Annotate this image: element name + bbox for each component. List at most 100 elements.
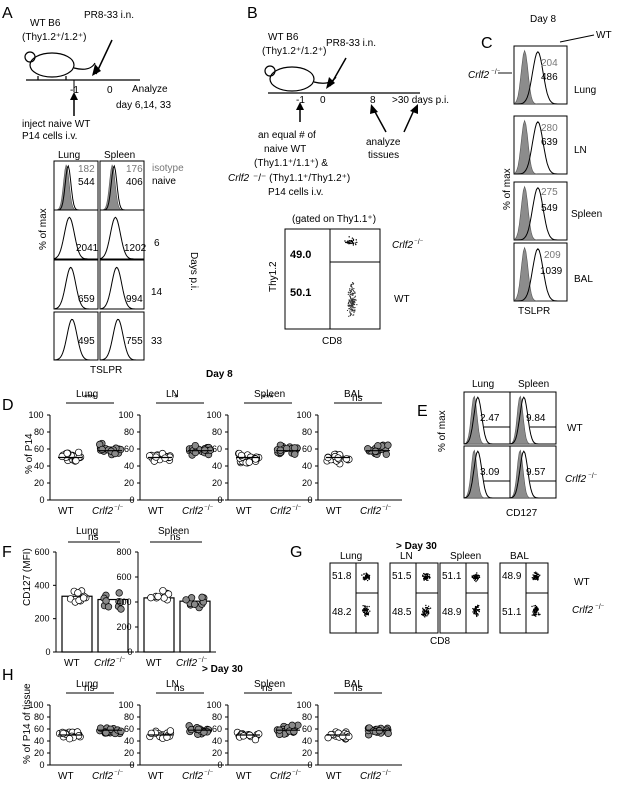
panel-d-sig: ***	[84, 393, 96, 404]
panel-b-dot-bot	[347, 293, 349, 296]
panel-f-letter: F	[2, 544, 12, 561]
panel-g-dot	[474, 574, 476, 576]
panel-g-dot	[422, 607, 424, 610]
panel-b-dot-top	[348, 236, 350, 238]
panel-h-dot	[117, 727, 125, 735]
panel-c-hist-4-stain	[514, 248, 567, 302]
panel-b-letter: B	[247, 5, 258, 22]
panel-c-wt: WT	[596, 30, 612, 41]
panel-b-transfer-5: P14 cells i.v.	[268, 187, 323, 198]
panel-g-dot	[474, 607, 476, 610]
panel-g-dot	[427, 614, 429, 616]
panel-b-dot-bot	[351, 305, 354, 307]
panel-e-ko: Crlf2	[565, 474, 587, 485]
panel-g-dot	[365, 608, 368, 610]
panel-b-dot-bot	[352, 292, 354, 295]
panel-d-tick-label: 0	[40, 495, 45, 505]
panel-d-dot	[342, 455, 351, 463]
panel-g-dot	[363, 610, 366, 612]
panel-g-title: > Day 30	[396, 541, 437, 552]
panel-c-r2-top: 280	[541, 123, 558, 134]
panel-d-x-ko-sup: ⁻/⁻	[382, 505, 392, 512]
panel-e-wt: WT	[567, 423, 583, 434]
panel-h-x-wt: WT	[326, 771, 342, 782]
panel-a-r3-lung: 659	[78, 294, 95, 305]
panel-b-dot-bot	[352, 297, 354, 299]
panel-h-tick-label: 40	[34, 736, 44, 746]
panel-a-hist-r3-c1-frame	[53, 259, 99, 310]
panel-g-dot	[365, 578, 367, 581]
panel-g: G > Day 30 CD8 WT Crlf2 ⁻/⁻ Lung51.848.2…	[290, 541, 605, 647]
panel-g-dot	[423, 610, 426, 613]
panel-h-dot	[338, 732, 347, 740]
panel-g-wt: WT	[574, 577, 590, 588]
panel-c-hist-1-stain	[514, 51, 567, 105]
panel-g-dot	[423, 575, 425, 578]
panel-g-dot	[364, 609, 367, 611]
panel-b-dot-bot	[352, 298, 354, 301]
panel-b-x-axis: CD8	[322, 336, 342, 347]
panel-g-dot	[368, 605, 370, 608]
panel-b-dot-bot	[349, 315, 351, 317]
panel-b-dot-top	[351, 242, 353, 244]
panel-b-dot-bot	[353, 287, 355, 290]
panel-f-dot	[115, 589, 123, 597]
panel-g-dot	[536, 572, 538, 574]
panel-d-dot	[245, 458, 253, 466]
panel-g-dot	[427, 605, 430, 607]
panel-h-tick-label: 100	[297, 700, 312, 710]
panel-b-dot-bot	[348, 315, 350, 317]
panel-h-x-wt: WT	[58, 771, 74, 782]
panel-f-dot	[159, 587, 167, 595]
panel-g-dot	[474, 610, 476, 612]
panel-g-dot	[475, 614, 478, 617]
panel-f-sig: ns	[88, 532, 99, 543]
panel-c-r2-tissue: LN	[574, 145, 587, 156]
panel-b-dot-top	[348, 240, 351, 242]
panel-b-dot-bot	[350, 302, 352, 304]
panel-g-dot	[427, 612, 430, 615]
panel-f-dot	[198, 593, 206, 601]
panel-b-transfer-2: naive WT	[264, 144, 306, 155]
panel-d-dot	[72, 457, 80, 465]
panel-a-histogram-grid	[53, 160, 145, 361]
panel-h-dot	[251, 735, 260, 744]
panel-b-dots	[344, 236, 358, 317]
panel-g-ko-sup: ⁻/⁻	[595, 604, 605, 611]
panel-g-dot	[537, 613, 540, 616]
panel-f-tick-label: 400	[117, 597, 132, 607]
panel-d-x-ko: Crlf2	[360, 506, 382, 517]
panel-g-dot	[535, 610, 538, 612]
panel-h-tick-label: 0	[40, 760, 45, 770]
panel-b-ko-sup: ⁻/⁻	[414, 239, 424, 246]
panel-h-sig: ns	[174, 683, 185, 694]
panel-f-dot	[147, 594, 155, 602]
panel-f-x-ko-sup: ⁻/⁻	[198, 657, 208, 664]
panel-b-dot-bot	[353, 303, 356, 306]
panel-h-tick-label: 20	[302, 748, 312, 758]
panel-d-tick-label: 40	[212, 461, 222, 471]
panel-d-sig: *	[174, 393, 178, 404]
panel-d-dot	[161, 454, 169, 462]
panel-c-r3-bot: 549	[541, 203, 558, 214]
panel-g-tissue: BAL	[510, 551, 529, 562]
panel-g-dot	[476, 613, 478, 615]
panel-c-ko-sup: ⁻/⁻	[491, 69, 501, 76]
panel-b: B WT B6 (Thy1.2⁺/1.2⁺) PR8-33 i.n. -1 0 …	[228, 5, 449, 347]
panel-h-tick-label: 40	[124, 736, 134, 746]
panel-c-hist-3-stain	[514, 187, 567, 241]
panel-g-dot	[534, 604, 537, 607]
panel-g-dot	[429, 607, 432, 609]
panel-d-sig: ***	[262, 393, 274, 404]
panel-d-dot	[75, 448, 83, 457]
panel-b-dot-bot	[350, 291, 352, 294]
panel-g-frame	[439, 562, 489, 634]
panel-a-t-0: 0	[107, 85, 113, 96]
panel-f-bar	[97, 598, 129, 653]
panel-b-wt: WT	[394, 294, 410, 305]
panel-h-sig: ns	[352, 683, 363, 694]
panel-f-tick-label: 200	[117, 622, 132, 632]
